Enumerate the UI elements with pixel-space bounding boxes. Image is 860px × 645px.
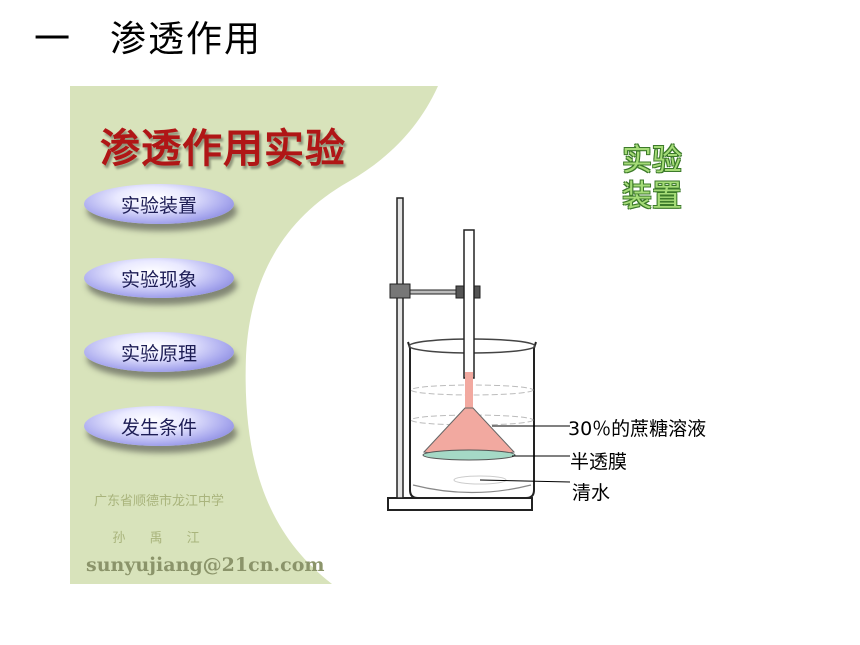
navigation-panel: 渗透作用实验 实验装置 实验现象 实验原理 发生条件 广东省顺德市龙江中学 孙 …: [70, 86, 440, 584]
clamp-knob: [389, 283, 411, 299]
osmosis-apparatus: [387, 197, 571, 511]
phenomenon-button[interactable]: 实验现象: [84, 258, 234, 298]
setup-heading-line2: 装置: [622, 179, 682, 214]
membrane-label: 半透膜: [570, 451, 628, 473]
principle-button[interactable]: 实验原理: [84, 332, 234, 372]
conditions-button[interactable]: 发生条件: [84, 406, 234, 446]
section-title: 渗透作用: [110, 19, 263, 60]
slide-title: 一渗透作用: [34, 10, 262, 62]
author-name: 孙 禹 江: [112, 531, 210, 546]
section-number: 一: [34, 19, 73, 60]
sucrose-solution-label: 30％的蔗糖溶液: [568, 418, 707, 440]
panel-title: 渗透作用实验: [100, 125, 346, 172]
stand-pole: [396, 197, 404, 499]
author-email: sunyujiang@21cn.com: [86, 554, 325, 576]
beaker: [407, 341, 537, 499]
clamp-arm: [401, 289, 463, 295]
setup-heading: 实验 装置: [622, 143, 682, 215]
solution-column: [465, 372, 473, 408]
water-label: 清水: [572, 482, 611, 504]
setup-heading-line1: 实验: [622, 143, 682, 178]
setup-button[interactable]: 实验装置: [84, 184, 234, 224]
school-name: 广东省顺德市龙江中学: [93, 494, 224, 509]
funnel-tube: [463, 229, 475, 379]
stand-base: [387, 497, 533, 511]
semipermeable-membrane: [422, 449, 516, 461]
